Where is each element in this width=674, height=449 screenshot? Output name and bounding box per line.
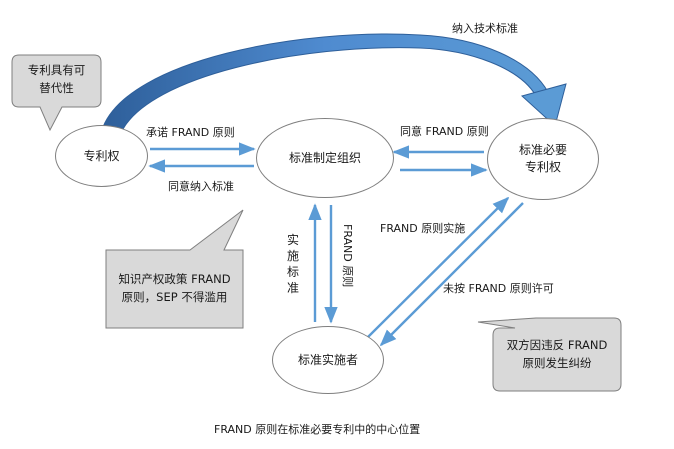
figure-caption: FRAND 原则在标准必要专利中的中心位置 [214, 423, 421, 436]
node-patent-label: 专利权 [83, 148, 120, 163]
node-sep-label-line2: 专利权 [524, 160, 561, 174]
callout-dispute: 双方因违反 FRAND 原则发生纠纷 [493, 336, 621, 372]
label-promise-frand: 承诺 FRAND 原则 [146, 126, 235, 139]
label-top-curve: 纳入技术标准 [452, 22, 518, 35]
callout-ip-policy-line1: 知识产权政策 FRAND [118, 272, 231, 286]
label-frand-rule: FRAND 原则 [341, 224, 354, 288]
label-implement-standard-text: 实施标准 [286, 233, 299, 295]
callout-dispute-shape [477, 317, 622, 392]
arrow-sep-to-implementer [379, 202, 524, 347]
curve-arrow-head [520, 83, 567, 127]
node-sep-label-line1: 标准必要 [518, 143, 567, 157]
label-implement-standard: 实施标准 [286, 232, 300, 296]
node-sdo-label: 标准制定组织 [288, 150, 361, 165]
callout-substitutable-shape [11, 54, 102, 132]
label-not-frand-license: 未按 FRAND 原则许可 [443, 282, 554, 295]
node-implementer-label: 标准实施者 [297, 352, 358, 367]
label-agree-frand: 同意 FRAND 原则 [400, 125, 489, 138]
label-frand-implement: FRAND 原则实施 [380, 222, 466, 235]
node-patent: 专利权 [55, 125, 148, 187]
curve-arrow-body [102, 33, 549, 132]
callout-ip-policy-shape [105, 209, 244, 329]
callout-dispute-line2: 原则发生纠纷 [522, 356, 592, 370]
node-sdo: 标准制定组织 [256, 118, 394, 198]
callout-dispute-line1: 双方因违反 FRAND [506, 338, 608, 352]
callout-ip-policy-line2: 原则，SEP 不得滥用 [121, 290, 228, 304]
node-sep: 标准必要 专利权 [487, 118, 599, 200]
callout-substitutable-line1: 专利具有可 [27, 63, 86, 77]
callout-ip-policy: 知识产权政策 FRAND 原则，SEP 不得滥用 [106, 270, 243, 306]
arrow-implementer-to-sep [366, 196, 510, 339]
node-implementer: 标准实施者 [272, 326, 384, 394]
label-agree-include: 同意纳入标准 [168, 180, 234, 193]
callout-substitutable-line2: 替代性 [39, 81, 74, 95]
callout-substitutable: 专利具有可 替代性 [12, 61, 101, 97]
